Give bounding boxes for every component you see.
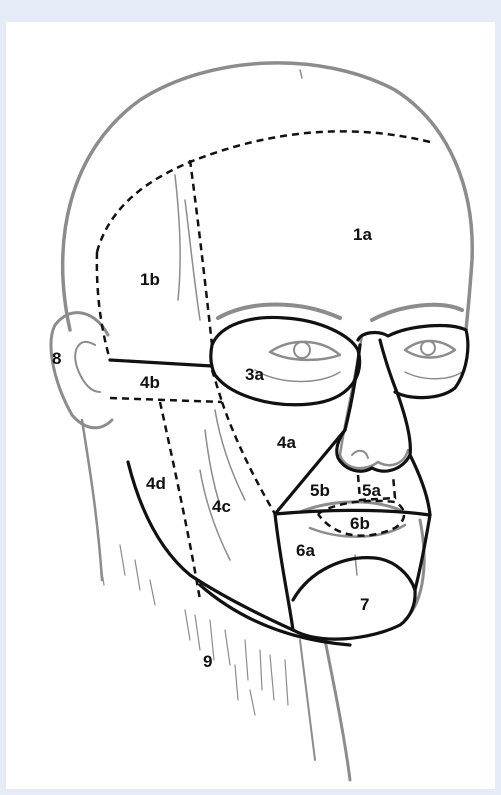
label-4d: 4d [146,474,166,493]
label-4b: 4b [140,373,160,392]
label-5a: 5a [362,481,381,500]
label-1a: 1a [353,225,372,244]
head-sketch [51,63,472,780]
label-9: 9 [203,652,212,671]
label-1b: 1b [140,270,160,289]
label-4a: 4a [277,433,296,452]
label-3a: 3a [245,365,264,384]
label-7: 7 [360,595,369,614]
label-5b: 5b [310,481,330,500]
label-6b: 6b [350,514,370,533]
label-6a: 6a [296,541,315,560]
label-4c: 4c [212,497,231,516]
label-8: 8 [52,349,61,368]
